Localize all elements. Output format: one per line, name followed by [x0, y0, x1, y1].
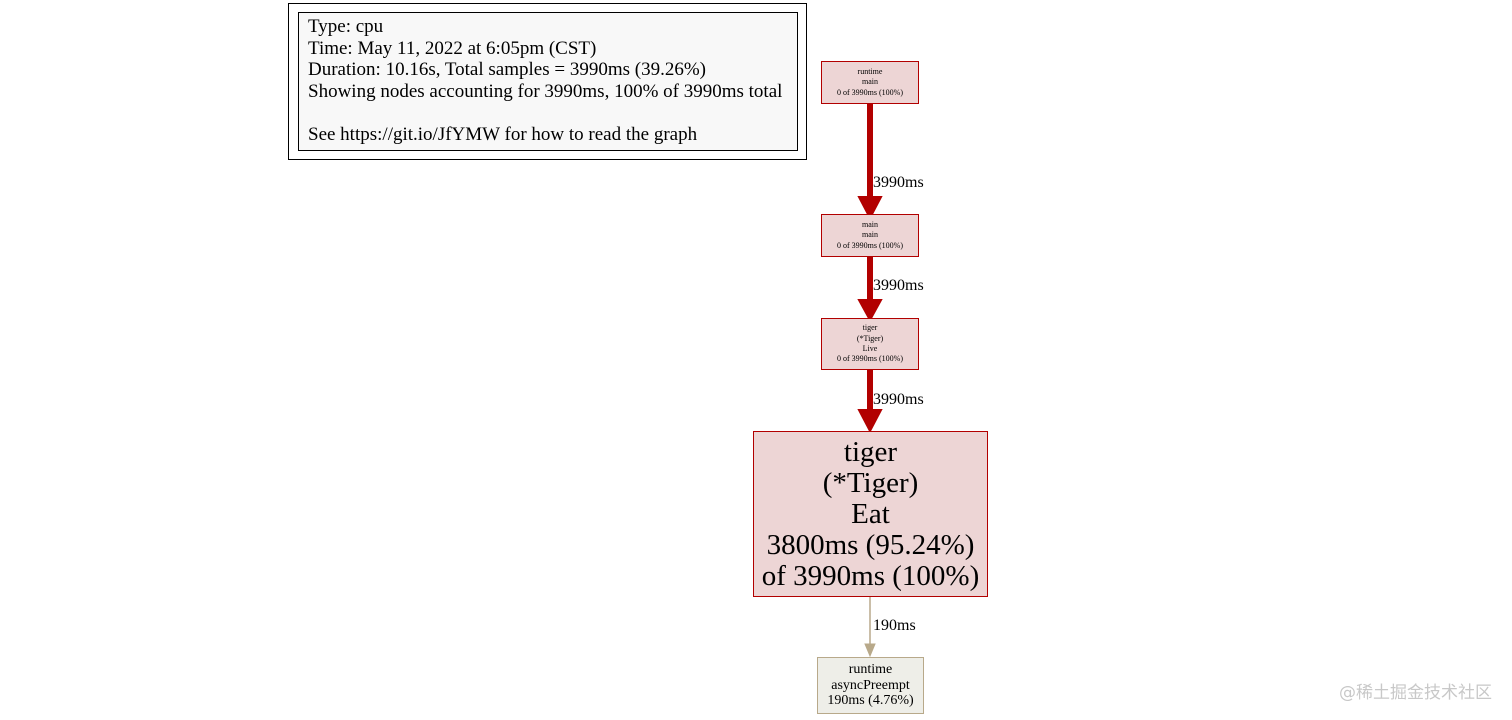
legend-time: Time: May 11, 2022 at 6:05pm (CST) [308, 37, 597, 59]
edge-runtime-main-to-main-main[interactable] [857, 104, 883, 221]
edge-label-1: 3990ms [873, 174, 924, 191]
node-async-preempt-func: asyncPreempt [831, 677, 910, 693]
node-async-preempt-stats: 190ms (4.76%) [827, 693, 914, 709]
legend-showing: Showing nodes accounting for 3990ms, 100… [308, 80, 783, 102]
edge-label-4: 190ms [873, 617, 916, 634]
node-tiger-live[interactable]: tiger (*Tiger) Live 0 of 3990ms (100%) [821, 318, 919, 370]
edge-main-main-to-tiger-live[interactable] [857, 257, 883, 323]
legend-box: Type: cpu Time: May 11, 2022 at 6:05pm (… [288, 3, 807, 160]
node-tiger-eat[interactable]: tiger (*Tiger) Eat 3800ms (95.24%) of 39… [753, 431, 988, 597]
edge-label-3: 3990ms [873, 391, 924, 408]
node-tiger-eat-flat: 3800ms (95.24%) [766, 528, 975, 561]
edge-tiger-live-to-tiger-eat[interactable] [857, 370, 883, 434]
node-main-main-stats: 0 of 3990ms (100%) [837, 240, 903, 250]
node-runtime-main[interactable]: runtime main 0 of 3990ms (100%) [821, 61, 919, 104]
legend-help: See https://git.io/JfYMW for how to read… [308, 124, 698, 145]
node-tiger-live-stats: 0 of 3990ms (100%) [837, 354, 903, 364]
node-tiger-eat-pkg: tiger [843, 435, 898, 468]
node-runtime-main-pkg: runtime [857, 67, 883, 77]
node-runtime-async-preempt[interactable]: runtime asyncPreempt 190ms (4.76%) [817, 657, 924, 714]
node-tiger-eat-func: Eat [851, 497, 890, 530]
edge-label-2: 3990ms [873, 277, 924, 294]
legend-duration: Duration: 10.16s, Total samples = 3990ms… [308, 59, 706, 80]
node-runtime-main-func: main [862, 77, 878, 87]
edge-tiger-eat-to-async-preempt[interactable] [864, 597, 876, 658]
watermark: @稀土掘金技术社区 [1339, 683, 1492, 703]
node-runtime-main-stats: 0 of 3990ms (100%) [837, 87, 903, 97]
node-tiger-live-func: Live [862, 344, 878, 353]
node-tiger-live-pkg: tiger [862, 323, 878, 333]
node-main-main-func: main [862, 230, 878, 240]
node-main-main[interactable]: main main 0 of 3990ms (100%) [821, 214, 919, 257]
node-main-main-pkg: main [862, 220, 878, 230]
legend-type: Type: cpu [308, 16, 384, 37]
node-tiger-eat-cum: of 3990ms (100%) [761, 559, 980, 592]
node-tiger-live-type: (*Tiger) [856, 333, 884, 343]
node-tiger-eat-type: (*Tiger) [822, 466, 919, 499]
node-async-preempt-pkg: runtime [848, 662, 893, 678]
legend-inner-box: Type: cpu Time: May 11, 2022 at 6:05pm (… [298, 12, 798, 151]
